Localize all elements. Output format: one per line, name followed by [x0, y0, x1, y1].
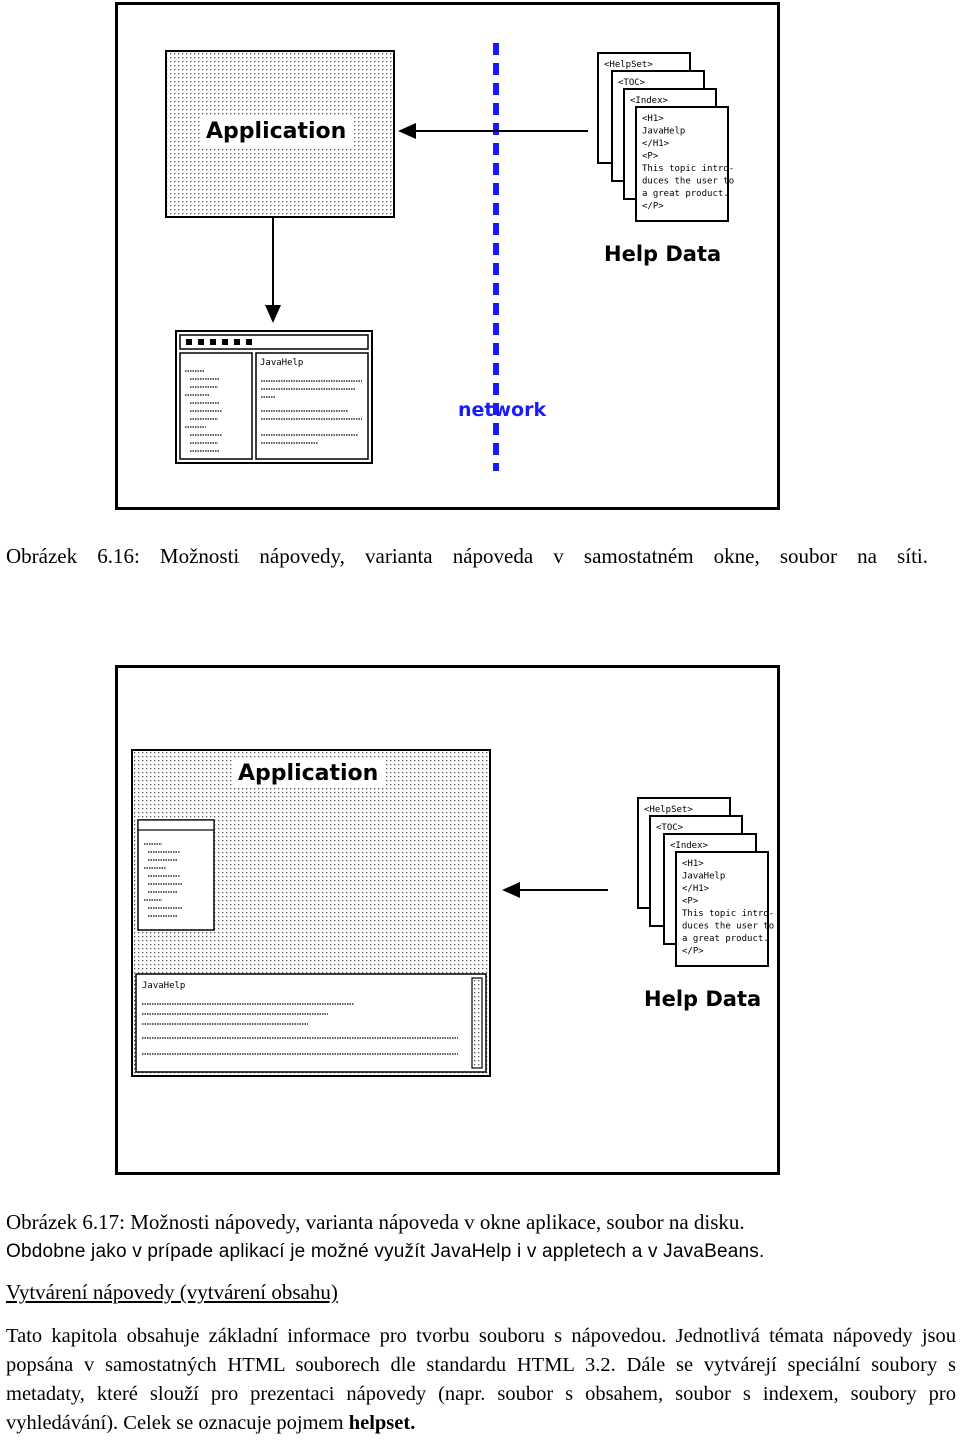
topic-line: duces the user to — [682, 922, 774, 932]
topic-line: <H1> — [682, 859, 704, 869]
paragraph-text: Tato kapitola obsahuje základní informac… — [6, 1325, 956, 1434]
topic-line: <H1> — [642, 114, 664, 124]
topic-line: </P> — [682, 947, 704, 957]
javahelp-label: JavaHelp — [260, 358, 303, 368]
topic-line: </H1> — [642, 139, 670, 149]
javahelp-window: JavaHelp — [175, 330, 373, 464]
javahelp-label: JavaHelp — [142, 981, 185, 991]
topic-line: This topic intro- — [682, 909, 774, 919]
figure-1-caption: Obrázek 6.16: Možnosti nápovedy, variant… — [6, 544, 928, 568]
application-label: Application — [238, 761, 378, 786]
index-file-label: <Index> — [630, 96, 669, 106]
toc-file-label: <TOC> — [656, 823, 684, 833]
toc-file-label: <TOC> — [618, 78, 646, 88]
applet-note: Obdobne jako v prípade aplikací je možné… — [6, 1241, 765, 1262]
left-arrow-icon — [398, 123, 416, 139]
figure-1: Application JavaHelp — [115, 2, 780, 510]
topic-line: </P> — [642, 202, 664, 212]
left-arrow-icon — [502, 882, 520, 898]
section-paragraph: Tato kapitola obsahuje základní informac… — [6, 1322, 956, 1438]
topic-line: a great product. — [642, 189, 729, 199]
help-data-label: Help Data — [644, 987, 761, 1011]
topic-line: JavaHelp — [642, 127, 685, 137]
down-arrow-icon — [265, 305, 281, 323]
topic-line: </H1> — [682, 884, 710, 894]
figure-2-caption: Obrázek 6.17: Možnosti nápovedy, variant… — [6, 1210, 745, 1234]
topic-line: This topic intro- — [642, 164, 734, 174]
application-label: Application — [206, 119, 346, 144]
topic-file-text: <H1> JavaHelp </H1> <P> This topic intro-duc… — [682, 859, 774, 957]
index-file-label: <Index> — [670, 841, 709, 851]
help-files-stack: <HelpSet> <TOC> <Index> <H1> JavaHelp </H1… — [637, 797, 774, 967]
topic-line: <P> — [642, 152, 659, 162]
topic-line: <P> — [682, 897, 699, 907]
helpset-term: helpset. — [348, 1412, 416, 1434]
navigator-window — [137, 819, 215, 931]
topic-line: duces the user to — [642, 177, 734, 187]
figure-1-diagram: Application JavaHelp — [165, 43, 734, 471]
topic-file-text: <H1> JavaHelp </H1> <P> This topic intro-duc… — [642, 114, 734, 212]
section-heading: Vytvárení nápovedy (vytvárení obsahu) — [6, 1280, 338, 1304]
network-label: network — [458, 399, 546, 421]
help-files-stack: <HelpSet> <TOC> <Index> <H1> JavaHelp </H1… — [597, 52, 734, 222]
topic-line: JavaHelp — [682, 872, 725, 882]
helpset-file-label: <HelpSet> — [644, 805, 693, 815]
figure-2-diagram: Application JavaHelp — [131, 749, 774, 1077]
topic-line: a great product. — [682, 934, 769, 944]
javahelp-content-pane: JavaHelp — [135, 973, 487, 1073]
helpset-file-label: <HelpSet> — [604, 60, 653, 70]
help-data-label: Help Data — [604, 242, 721, 266]
figure-2: Application JavaHelp — [115, 665, 780, 1175]
